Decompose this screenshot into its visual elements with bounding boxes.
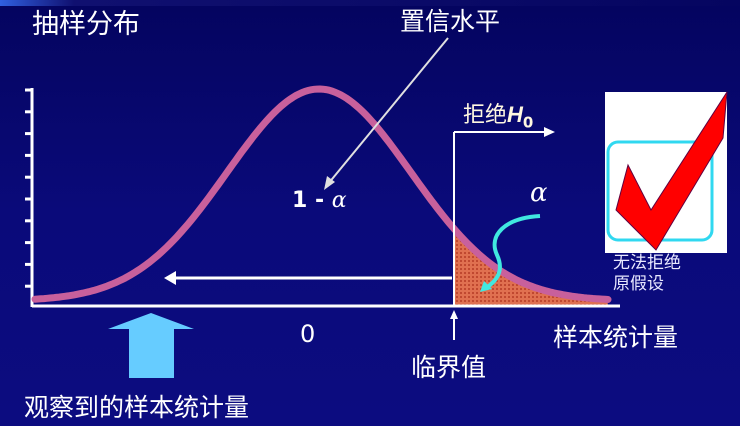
fail-reject-line1: 无法拒绝 bbox=[613, 253, 681, 273]
h-symbol: H bbox=[507, 102, 523, 127]
reject-arrow-head bbox=[544, 127, 555, 137]
reject-h0-label: 拒绝H0 bbox=[463, 97, 533, 131]
confidence-pointer-head bbox=[324, 176, 335, 190]
check-mark-icon bbox=[615, 91, 728, 251]
slide-title: 抽样分布 bbox=[32, 9, 140, 40]
fail-to-reject-label: 无法拒绝原假设 bbox=[613, 253, 681, 295]
alpha-label: α bbox=[530, 178, 548, 208]
reject-text: 拒绝 bbox=[463, 103, 508, 128]
alpha-symbol: α bbox=[331, 188, 347, 213]
observed-statistic-label: 观察到的样本统计量 bbox=[24, 393, 250, 422]
y-axis-ticks bbox=[25, 88, 32, 288]
confidence-pointer-arrow bbox=[327, 37, 449, 185]
confidence-label: 置信水平 bbox=[400, 7, 501, 36]
h-subscript: 0 bbox=[522, 113, 534, 132]
one-minus-alpha-label: 1 - α bbox=[292, 188, 347, 213]
rejection-region-area bbox=[454, 228, 608, 305]
normal-curve bbox=[31, 85, 612, 303]
observed-up-arrow bbox=[108, 313, 194, 378]
left-arrow-head bbox=[164, 271, 176, 285]
top-accent-bar bbox=[0, 0, 740, 6]
one-minus-prefix: 1 - bbox=[292, 188, 332, 213]
x-axis-label: 样本统计量 bbox=[553, 323, 679, 352]
critical-pointer-head bbox=[450, 310, 458, 319]
alpha-pointer-arrow bbox=[484, 214, 541, 290]
zero-label: 0 bbox=[300, 320, 316, 348]
alpha-pointer-head bbox=[480, 281, 492, 292]
fail-reject-line2: 原假设 bbox=[613, 274, 664, 294]
critical-value-label: 临界值 bbox=[411, 353, 487, 382]
